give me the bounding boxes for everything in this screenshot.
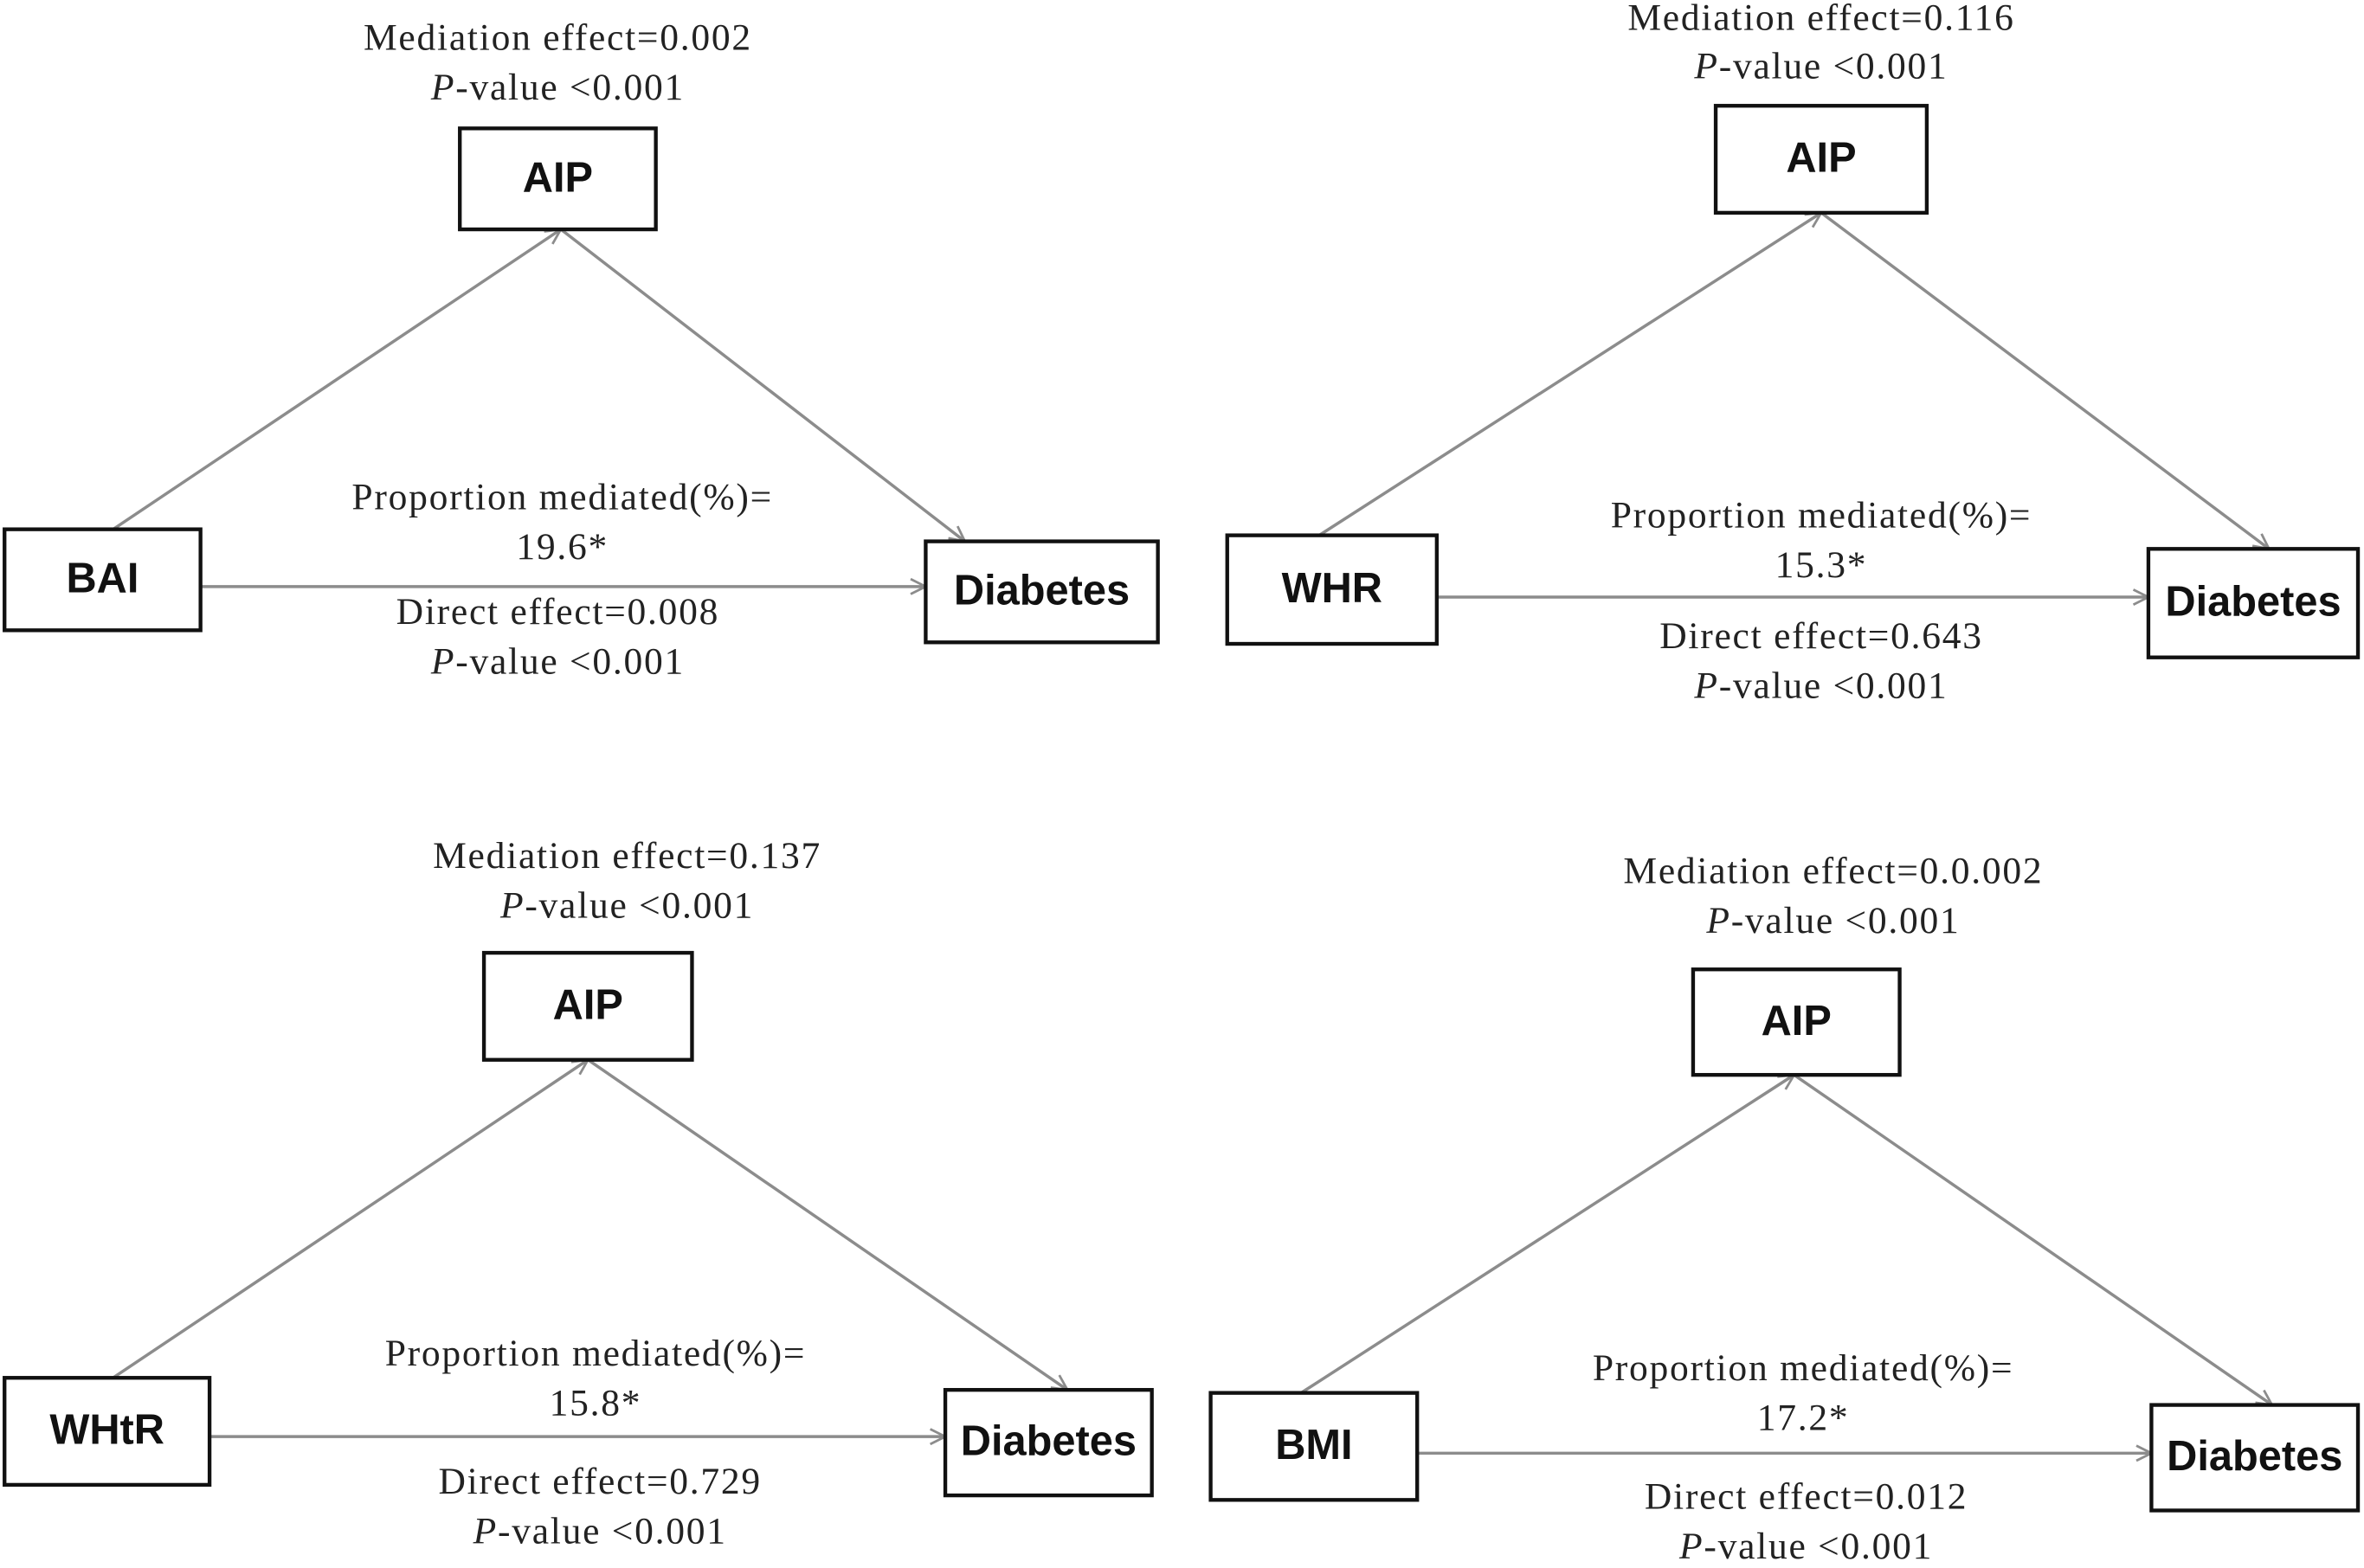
exposure-node: BAI bbox=[3, 527, 203, 633]
exposure-node-box bbox=[1208, 1391, 1420, 1502]
path-mediator-to-outcome-arrow bbox=[1793, 1073, 2272, 1404]
exposure-node: WHtR bbox=[3, 1376, 212, 1488]
outcome-node: Diabetes bbox=[2146, 547, 2361, 659]
direct-effect-label: Direct effect=0.643 bbox=[1659, 615, 1983, 657]
proportion-mediated-value: 17.2* bbox=[1757, 1398, 1850, 1439]
path-mediator-to-outcome-arrow bbox=[587, 1058, 1067, 1390]
direct-effect-label: Direct effect=0.008 bbox=[396, 591, 719, 633]
proportion-mediated-value: 15.3* bbox=[1775, 544, 1868, 586]
outcome-node-box bbox=[2146, 547, 2361, 659]
direct-effect-label: Direct effect=0.012 bbox=[1645, 1475, 1968, 1517]
direct-p-value-label: P-value <0.001 bbox=[1678, 1526, 1933, 1567]
direct-p-value-label: P-value <0.001 bbox=[430, 640, 685, 682]
mediator-node: AIP bbox=[1713, 104, 1929, 215]
exposure-node-box bbox=[3, 527, 203, 633]
mediation-p-value-label: P-value <0.001 bbox=[430, 67, 685, 108]
mediation-panel-whtr: AIP WHtR Diabetes Mediation effect=0.137P-v… bbox=[3, 835, 1154, 1552]
direct-effect-label: Direct effect=0.729 bbox=[438, 1461, 762, 1502]
path-exposure-to-mediator-arrow bbox=[1318, 213, 1821, 537]
mediation-panel-bmi: AIP BMI Diabetes Mediation effect=0.0.002P-… bbox=[1208, 850, 2361, 1567]
outcome-node-box bbox=[943, 1387, 1154, 1498]
mediator-node: AIP bbox=[1691, 967, 1902, 1077]
mediator-node: AIP bbox=[458, 126, 658, 232]
mediation-effect-label: Mediation effect=0.0.002 bbox=[1623, 850, 2043, 891]
exposure-node-box bbox=[3, 1376, 212, 1488]
proportion-mediated-label: Proportion mediated(%)= bbox=[1611, 494, 2032, 536]
proportion-mediated-value: 15.8* bbox=[550, 1382, 642, 1423]
exposure-node: WHR bbox=[1225, 533, 1440, 646]
path-mediator-to-outcome-arrow bbox=[559, 228, 965, 542]
outcome-node: Diabetes bbox=[2149, 1403, 2361, 1513]
direct-p-value-label: P-value <0.001 bbox=[473, 1510, 727, 1552]
outcome-node: Diabetes bbox=[924, 539, 1160, 645]
path-exposure-to-mediator-arrow bbox=[112, 1060, 589, 1379]
path-exposure-to-mediator-arrow bbox=[1300, 1075, 1794, 1395]
path-mediator-to-outcome-arrow bbox=[1820, 211, 2269, 549]
outcome-node: Diabetes bbox=[943, 1387, 1154, 1498]
mediation-panel-bai: AIP BAI Diabetes Mediation effect=0.002P-va… bbox=[3, 16, 1160, 682]
mediator-node-label: AIP bbox=[523, 154, 593, 201]
mediator-node-box bbox=[1713, 104, 1929, 215]
mediator-node-label: AIP bbox=[553, 982, 623, 1029]
mediation-effect-label: Mediation effect=0.137 bbox=[433, 835, 821, 877]
mediation-effect-label: Mediation effect=0.116 bbox=[1627, 0, 2014, 39]
mediator-node-label: AIP bbox=[1762, 998, 1832, 1044]
mediation-p-value-label: P-value <0.001 bbox=[1693, 45, 1948, 87]
direct-p-value-label: P-value <0.001 bbox=[1693, 665, 1948, 706]
exposure-node-box bbox=[1225, 533, 1440, 646]
outcome-node-label: Diabetes bbox=[2165, 579, 2341, 626]
mediator-node-box bbox=[458, 126, 658, 232]
proportion-mediated-label: Proportion mediated(%)= bbox=[1593, 1347, 2014, 1389]
exposure-node-label: WHtR bbox=[49, 1407, 164, 1454]
proportion-mediated-value: 19.6* bbox=[516, 526, 609, 568]
exposure-node-label: WHR bbox=[1282, 565, 1382, 612]
mediation-p-value-label: P-value <0.001 bbox=[499, 885, 754, 927]
outcome-node-label: Diabetes bbox=[961, 1418, 1137, 1465]
proportion-mediated-label: Proportion mediated(%)= bbox=[351, 477, 773, 518]
outcome-node-label: Diabetes bbox=[954, 568, 1130, 614]
mediator-node-box bbox=[1691, 967, 1902, 1077]
mediator-node-label: AIP bbox=[1786, 135, 1856, 182]
mediator-node-box bbox=[481, 950, 694, 1062]
outcome-node-box bbox=[2149, 1403, 2361, 1513]
exposure-node: BMI bbox=[1208, 1391, 1420, 1502]
mediation-effect-label: Mediation effect=0.002 bbox=[364, 16, 752, 58]
mediation-p-value-label: P-value <0.001 bbox=[1705, 900, 1960, 941]
outcome-node-box bbox=[924, 539, 1160, 645]
proportion-mediated-label: Proportion mediated(%)= bbox=[385, 1333, 807, 1374]
mediation-panel-whr: AIP WHR Diabetes Mediation effect=0.116P-va… bbox=[1225, 0, 2361, 706]
exposure-node-label: BMI bbox=[1275, 1422, 1352, 1468]
mediator-node: AIP bbox=[481, 950, 694, 1062]
path-exposure-to-mediator-arrow bbox=[112, 229, 561, 531]
exposure-node-label: BAI bbox=[66, 556, 138, 602]
outcome-node-label: Diabetes bbox=[2167, 1433, 2342, 1480]
